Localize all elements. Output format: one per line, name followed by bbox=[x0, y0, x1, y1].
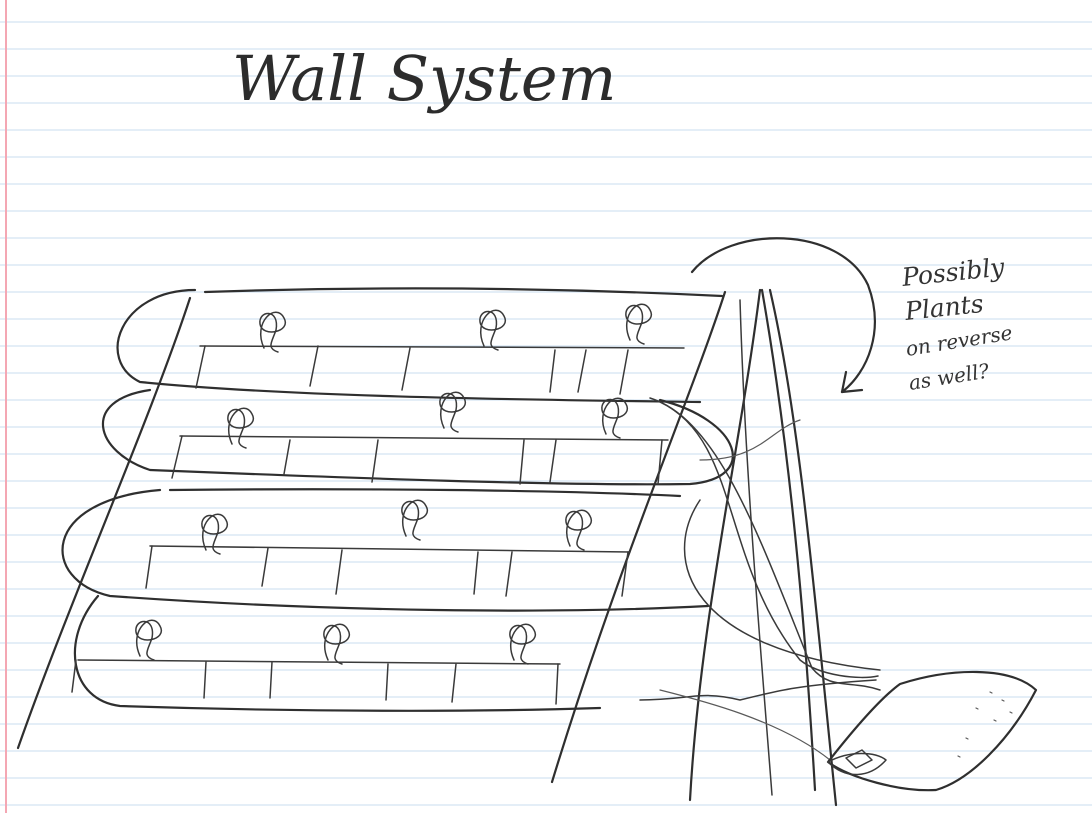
title: Wall System bbox=[232, 42, 616, 115]
